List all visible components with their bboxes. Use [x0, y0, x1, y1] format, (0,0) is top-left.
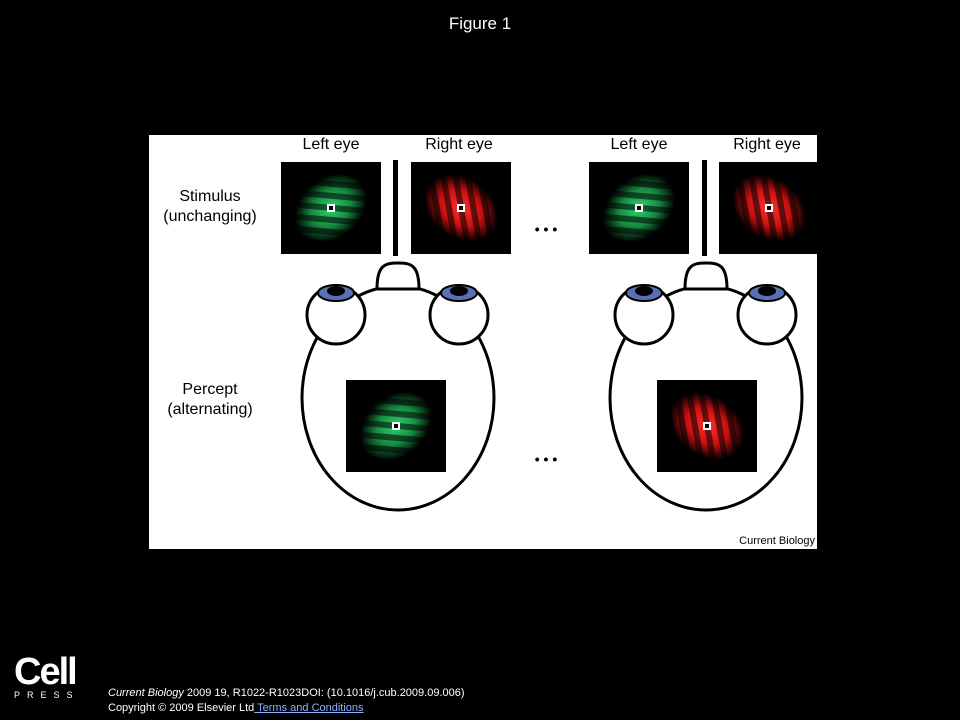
ellipsis-top: • • • — [534, 221, 558, 237]
stimulus-right-red-gabor-2 — [719, 162, 817, 254]
stimulus-left-green-gabor — [281, 162, 381, 254]
stimulus-label-line2: (unchanging) — [163, 208, 257, 225]
stimulus-left-green-gabor-2 — [589, 162, 689, 254]
percept-red-gabor — [657, 380, 757, 472]
cell-press-logo: Cell PRESS — [14, 651, 80, 700]
diagram-svg — [281, 160, 817, 512]
citation: Current Biology 2009 19, R1022-R1023DOI:… — [108, 686, 465, 716]
percept-label-line2: (alternating) — [167, 401, 253, 418]
right-eye-label-2: Right eye — [733, 136, 801, 153]
journal-credit: Current Biology — [739, 535, 815, 547]
percept-label: Percept (alternating) — [149, 380, 271, 420]
stimulus-right-red-gabor — [411, 162, 511, 254]
head-1-eyes — [317, 284, 478, 302]
logo-cell-text: Cell — [14, 651, 78, 693]
figure-title: Figure 1 — [448, 14, 512, 33]
left-eye-label-2: Left eye — [610, 136, 668, 153]
figure-panel: Left eye Right eye Left eye Right eye St… — [149, 135, 817, 549]
stimulus-label-line1: Stimulus — [179, 188, 241, 205]
stimulus-label: Stimulus (unchanging) — [149, 187, 271, 227]
logo-press-text: PRESS — [14, 690, 80, 700]
right-eye-label: Right eye — [425, 136, 493, 153]
percept-label-line1: Percept — [182, 381, 238, 398]
ellipsis-bottom: • • • — [534, 451, 558, 467]
copyright-text: Copyright © 2009 Elsevier Ltd — [108, 702, 255, 714]
divider — [393, 160, 398, 256]
left-eye-label: Left eye — [302, 136, 360, 153]
percept-green-gabor — [346, 380, 446, 472]
terms-link[interactable]: Terms and Conditions — [254, 702, 364, 714]
head-2-eyes — [625, 284, 786, 302]
citation-journal: Current Biology — [108, 687, 184, 699]
divider-2 — [702, 160, 707, 256]
citation-details: 2009 19, R1022-R1023DOI: (10.1016/j.cub.… — [183, 687, 465, 699]
